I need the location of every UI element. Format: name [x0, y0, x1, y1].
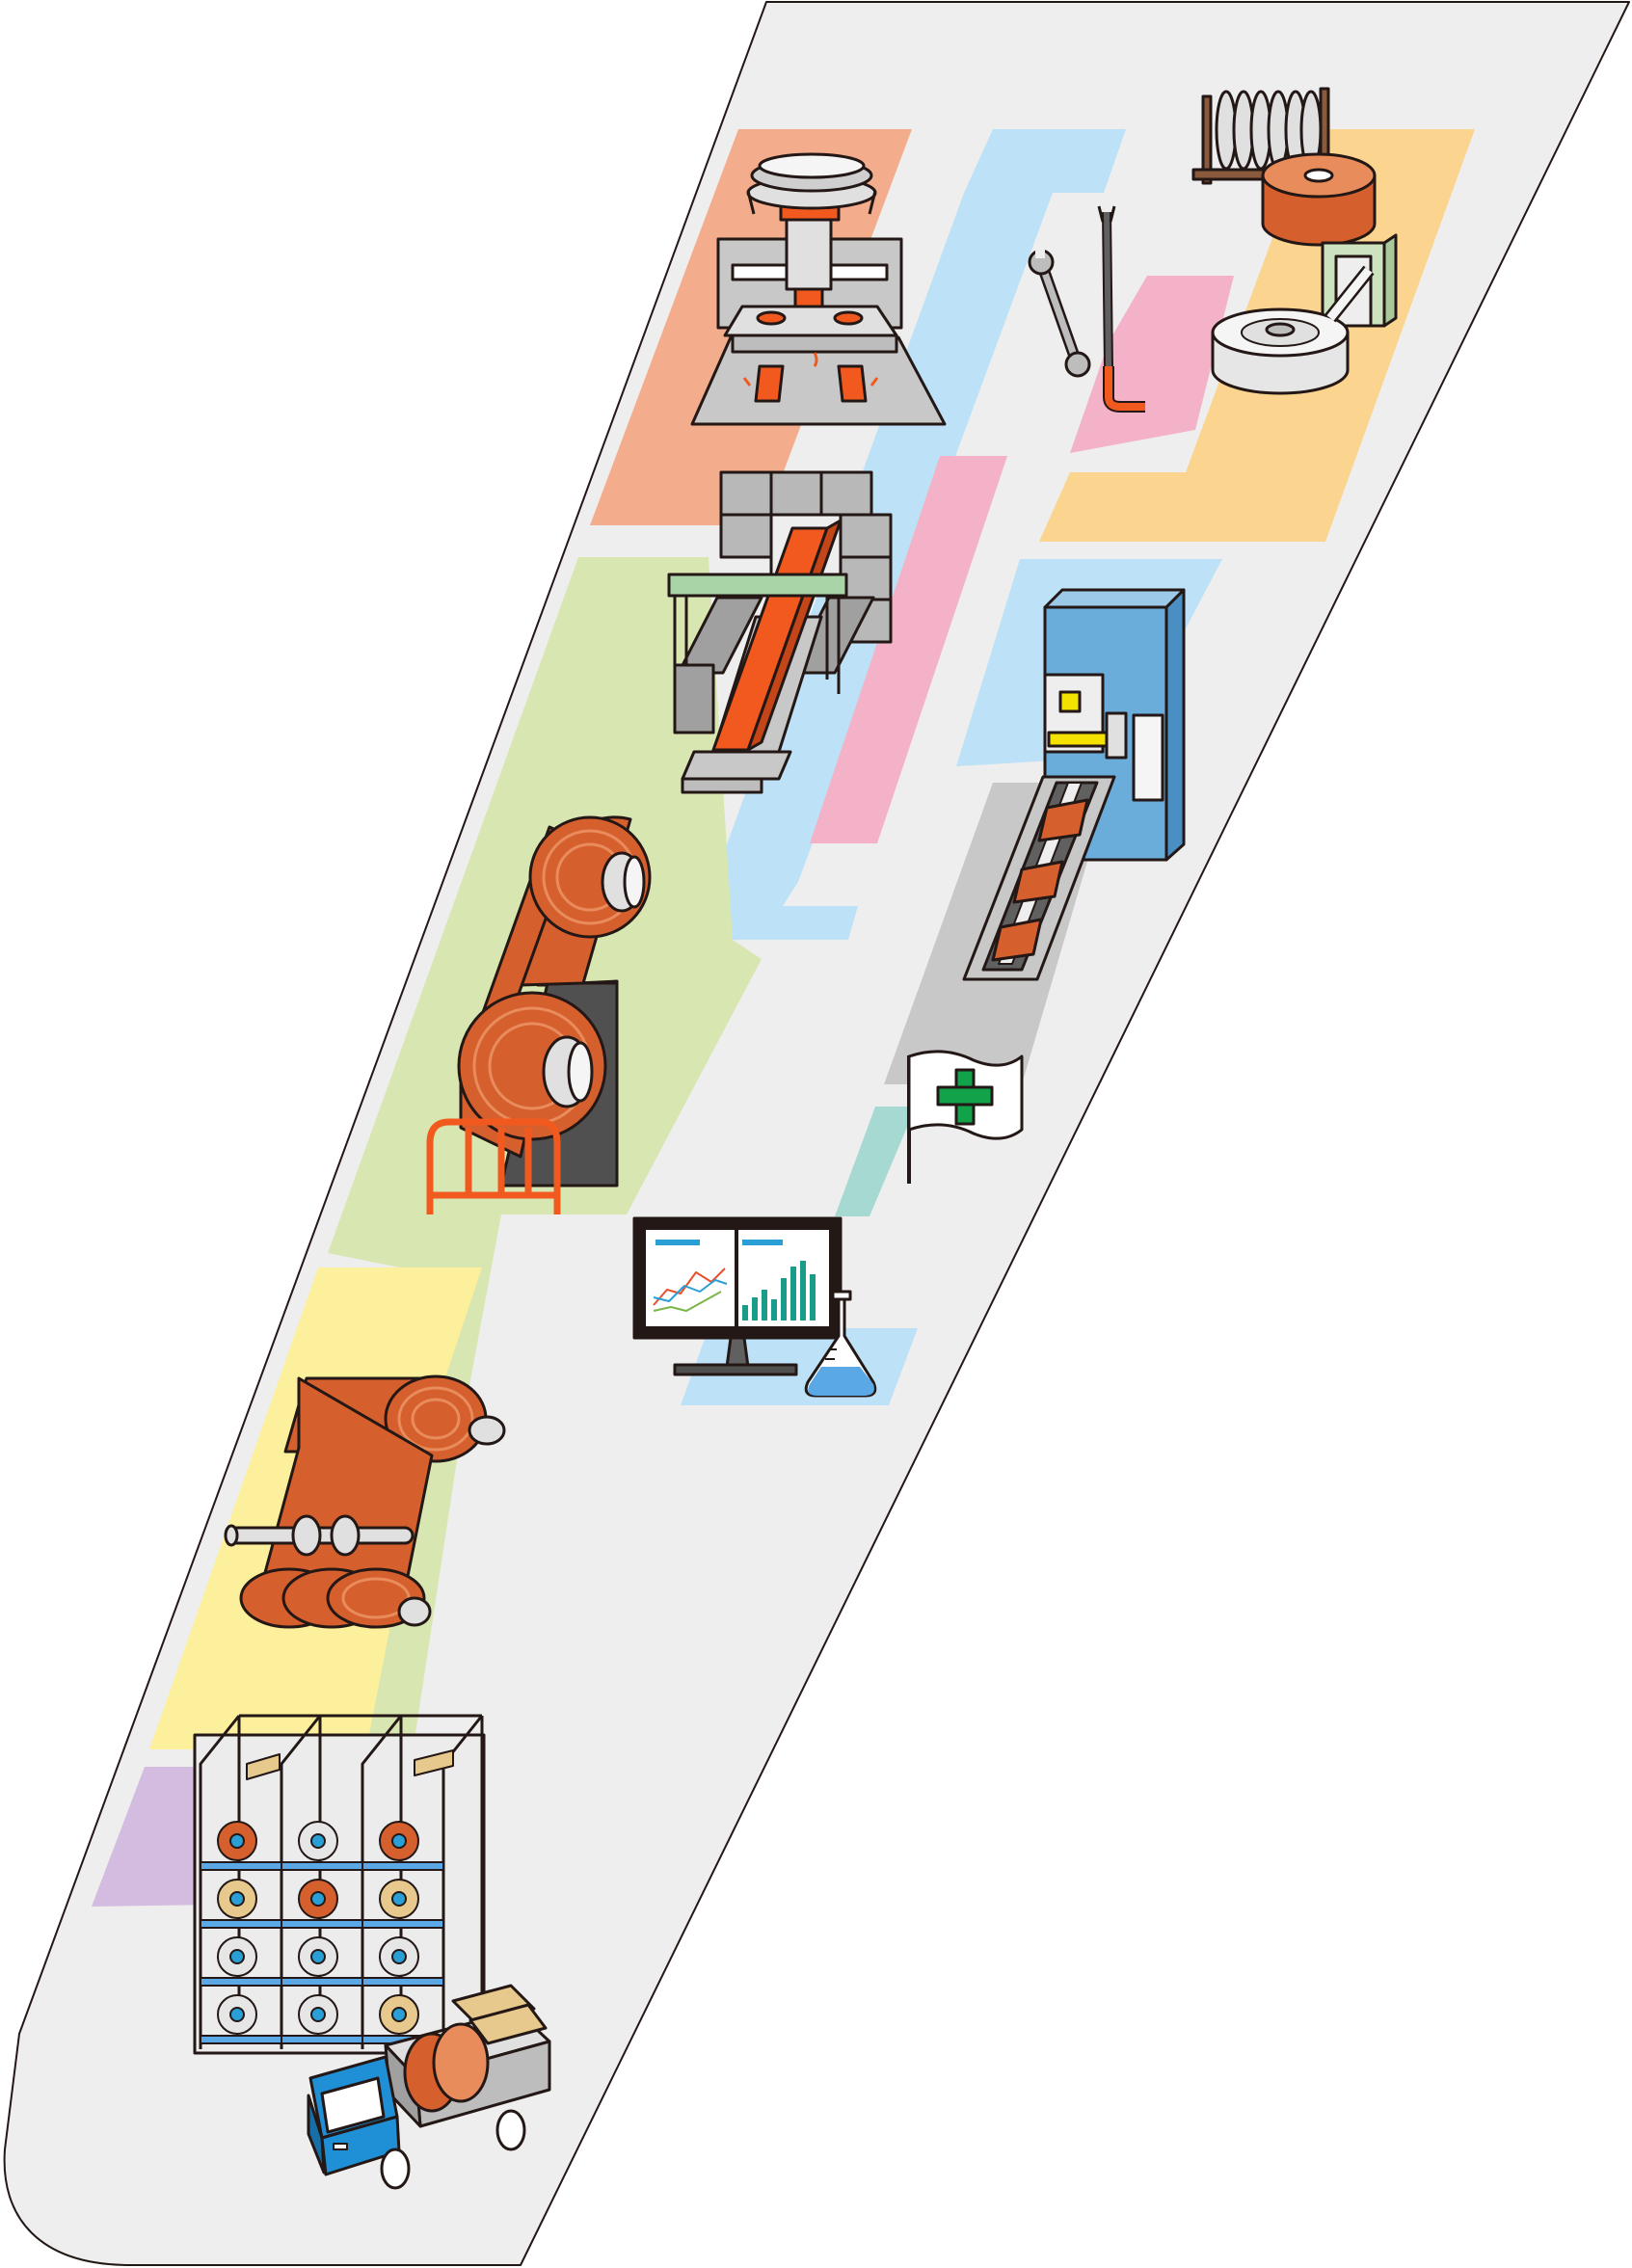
copper-coil-icon — [1211, 152, 1398, 395]
quality-monitor-icon — [632, 1216, 843, 1376]
wrench-icon — [1028, 249, 1091, 378]
safety-flag-icon — [907, 1050, 1024, 1184]
copper-conveyor-icon — [962, 775, 1116, 981]
slitting-line-icon — [224, 1374, 506, 1629]
zone-teal — [835, 1107, 916, 1216]
crowbar-icon — [1097, 205, 1145, 413]
delivery-truck-icon — [307, 1984, 551, 2190]
zone-pink-strip — [810, 456, 1007, 843]
storage-rack-icon — [193, 1714, 486, 2055]
annealing-furnace-icon — [719, 470, 893, 644]
casting-furnace-icon — [690, 152, 947, 426]
flask-icon — [804, 1290, 877, 1398]
rolling-mill-icon — [426, 815, 652, 1214]
zone-blue-top — [692, 129, 1126, 940]
hot-rolling-line-icon — [667, 519, 875, 794]
